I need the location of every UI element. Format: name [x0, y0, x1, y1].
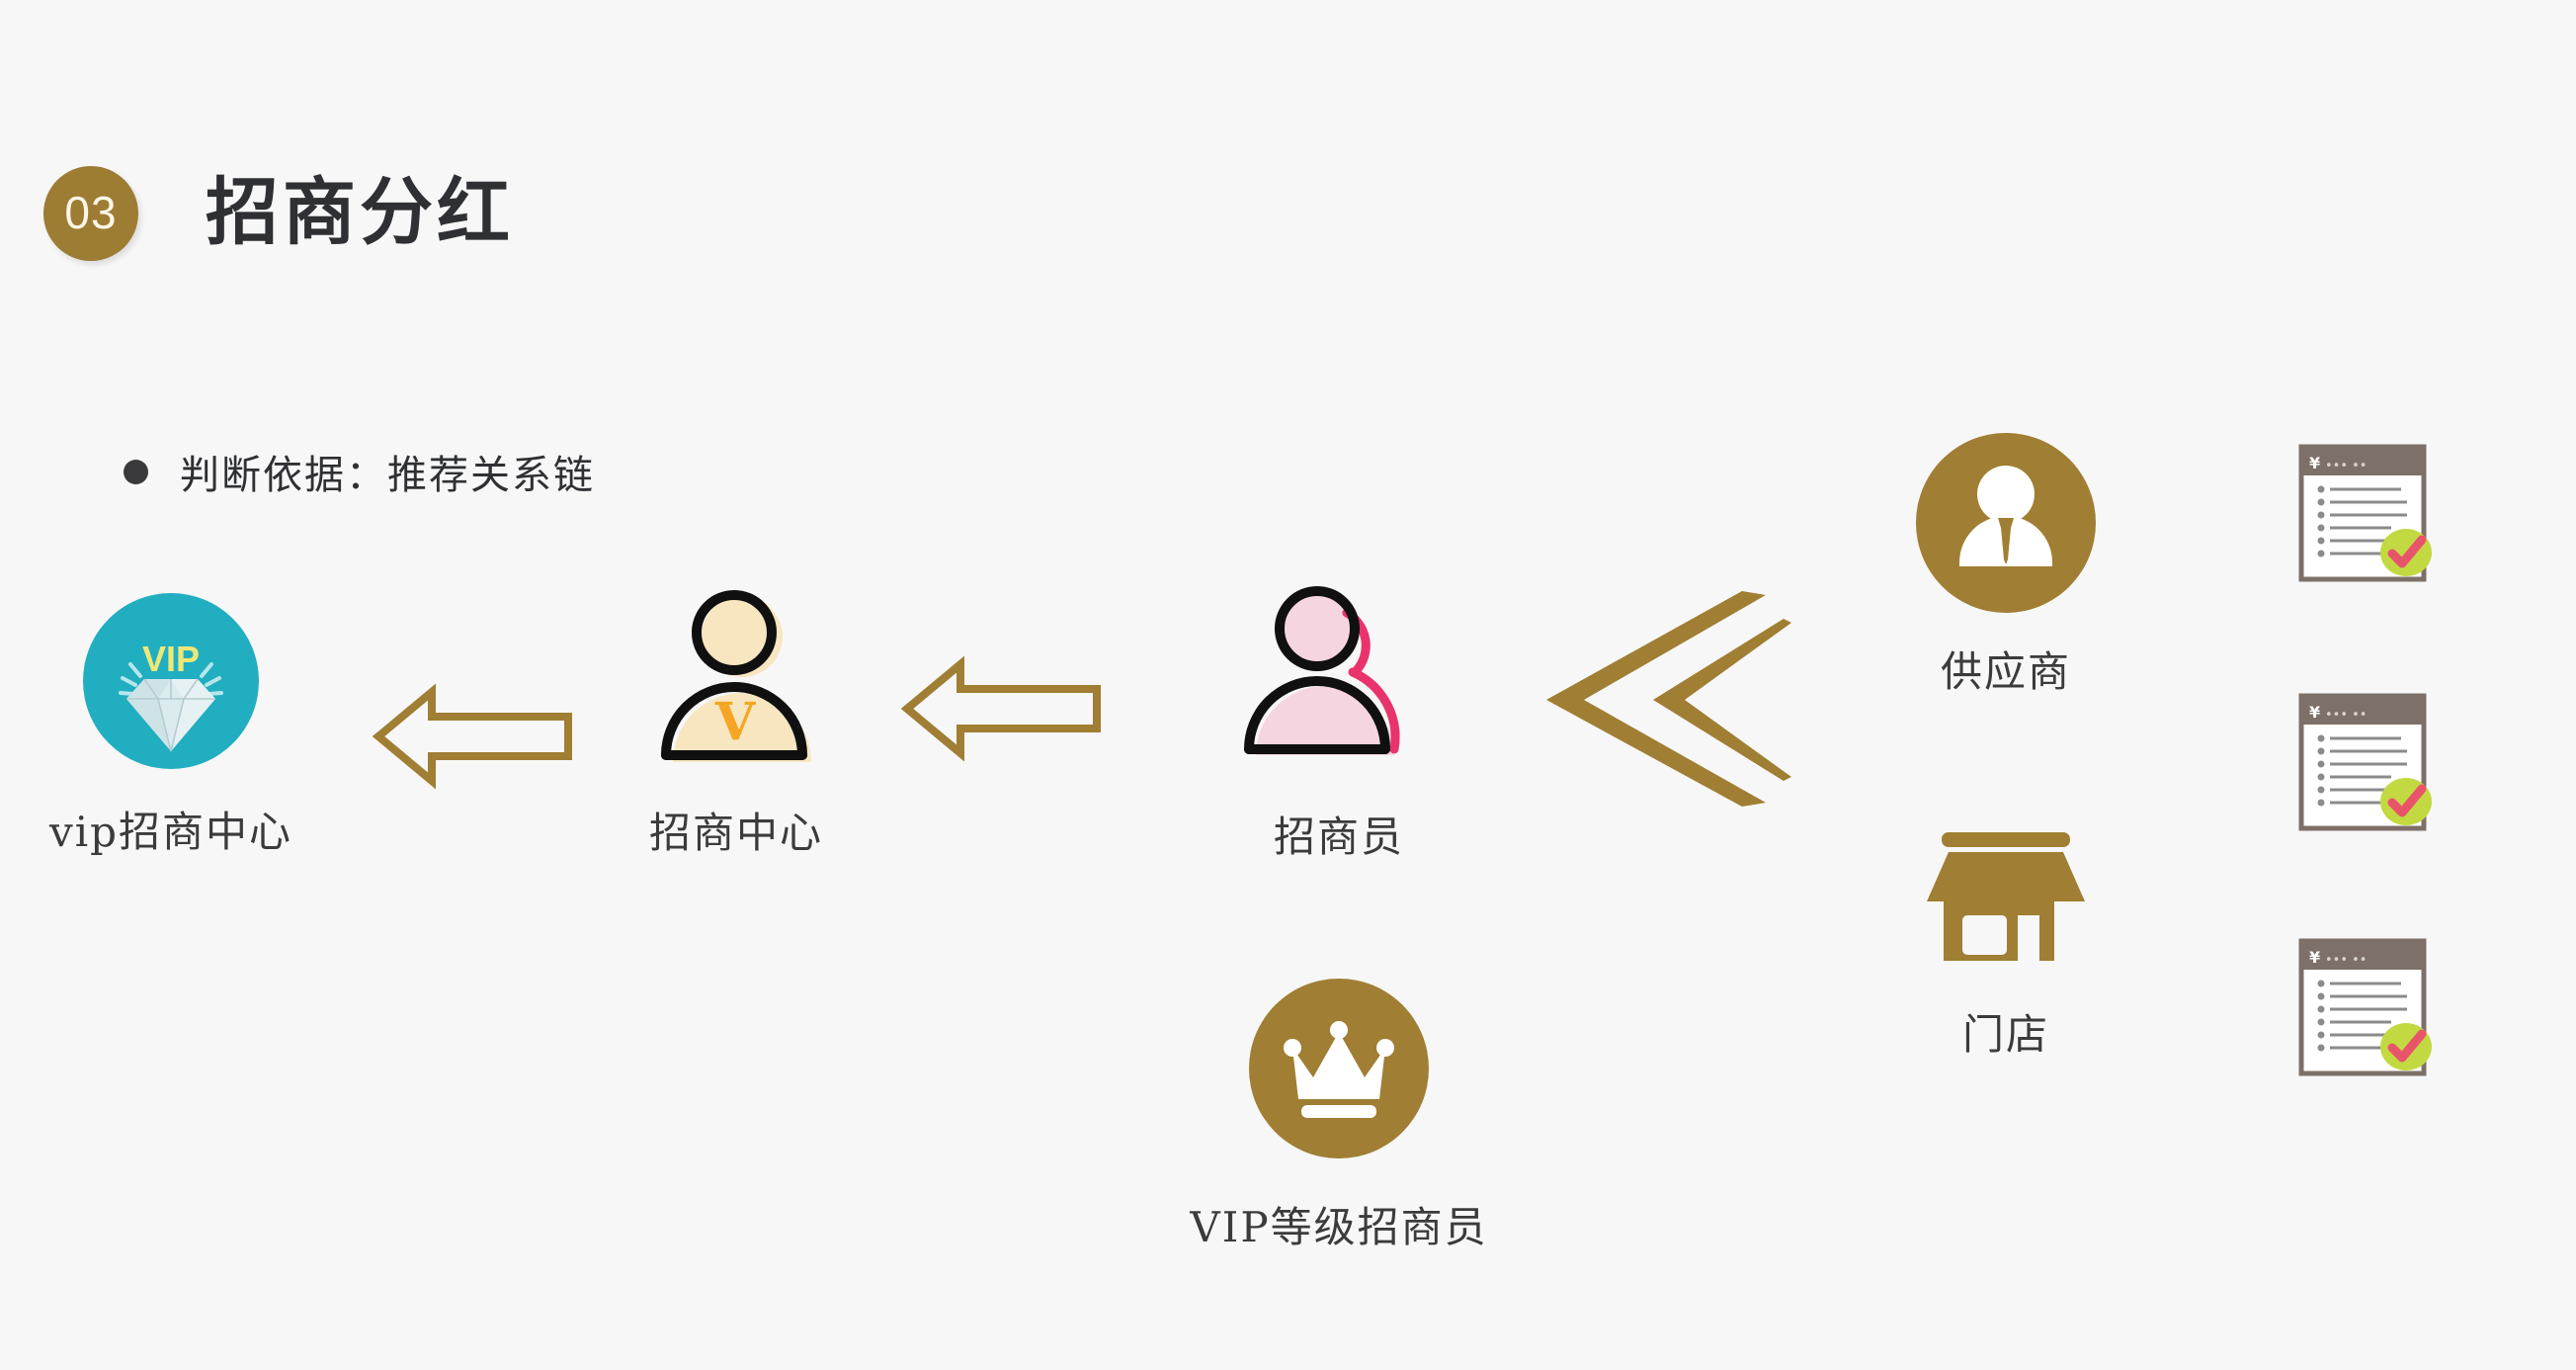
chevron-source-to-agent: [1537, 573, 1793, 825]
flow-node-label-supplier: 供应商: [1940, 647, 2071, 696]
vip-badge-text: VIP: [142, 639, 200, 679]
two-person-icon: [1230, 585, 1448, 780]
receipt-amount-dots-3: ••• ••: [2325, 953, 2367, 968]
section-number-badge: 03: [43, 166, 138, 261]
flow-node-vip-center[interactable]: VIP vip招商中心: [28, 593, 314, 859]
person-v-badge-text: V: [714, 692, 757, 752]
section-number-text: 03: [64, 187, 118, 238]
crown-icon: [1249, 979, 1429, 1158]
crown-svg: [1284, 1021, 1394, 1118]
bullet-text: 判断依据：推荐关系链: [180, 453, 595, 498]
receipt-icon-2: ¥ ••• ••: [2298, 693, 2432, 831]
vip-diamond-icon: VIP: [83, 593, 259, 769]
receipt-document-2[interactable]: ¥ ••• ••: [2297, 692, 2446, 840]
businessman-svg: [1959, 466, 2052, 566]
flow-node-label-vip-agent: VIP等级招商员: [1190, 1203, 1488, 1251]
left-arrow-outline-icon: [372, 683, 572, 790]
person-v-icon: V: [637, 589, 835, 782]
receipt-currency-symbol-2: ¥: [2309, 703, 2320, 722]
businessman-icon: [1916, 433, 2096, 613]
flow-node-label-center: 招商中心: [648, 809, 823, 857]
flow-node-label-agent: 招商员: [1273, 813, 1404, 861]
flow-node-center[interactable]: V 招商中心: [593, 589, 879, 860]
flow-node-vip-agent[interactable]: VIP等级招商员: [1141, 979, 1537, 1254]
bullet-row: 判断依据：推荐关系链: [124, 443, 595, 500]
receipt-amount-dots-2: ••• ••: [2325, 708, 2367, 723]
receipt-currency-symbol-3: ¥: [2309, 948, 2320, 967]
storefront-svg: [1927, 832, 2085, 961]
left-arrow-outline-icon-2: [900, 655, 1101, 762]
bullet-dot-icon: [124, 459, 148, 484]
receipt-document-3[interactable]: ¥ ••• ••: [2297, 937, 2446, 1085]
vip-diamond-svg: VIP: [119, 639, 223, 752]
page-title: 招商分红: [206, 170, 514, 255]
receipt-amount-dots-1: ••• ••: [2325, 459, 2367, 473]
storefront-icon: [1922, 830, 2090, 970]
flow-node-store[interactable]: 门店: [1818, 830, 2194, 1062]
receipt-currency-symbol-1: ¥: [2309, 454, 2320, 472]
flow-node-agent[interactable]: 招商员: [1191, 585, 1487, 864]
arrow-center-to-vip-center: [371, 682, 578, 796]
flow-node-label-vip-center: vip招商中心: [48, 808, 293, 856]
receipt-document-1[interactable]: ¥ ••• ••: [2297, 443, 2446, 591]
double-chevron-left-icon: [1546, 591, 1791, 807]
receipt-icon-1: ¥ ••• ••: [2298, 444, 2432, 582]
receipt-icon-3: ¥ ••• ••: [2298, 938, 2432, 1076]
person-v-svg: V: [661, 590, 811, 762]
flow-node-supplier[interactable]: 供应商: [1818, 433, 2194, 699]
flow-node-label-store: 门店: [1961, 1010, 2049, 1059]
arrow-agent-to-center: [899, 654, 1107, 768]
two-person-svg: [1244, 586, 1400, 755]
